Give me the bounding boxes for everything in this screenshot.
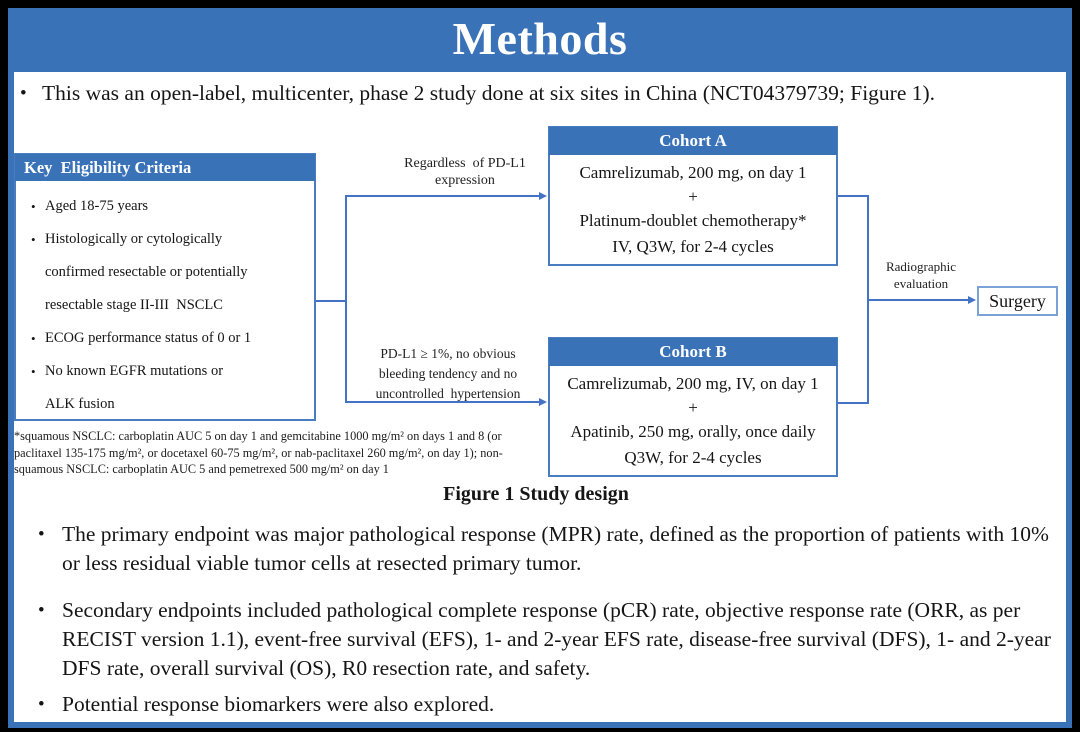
plus-sign: + (688, 398, 698, 417)
radiographic-evaluation-label: Radiographic evaluation (885, 259, 957, 291)
cohort-b-line: Camrelizumab, 200 mg, IV, on day 1 (567, 374, 819, 393)
intro-bullet-text: This was an open-label, multicenter, pha… (42, 81, 936, 105)
eligibility-item: • Histologically or cytologically confir… (31, 223, 310, 322)
branch-label-bottom: PD-L1 ≥ 1%, no obvious bleeding tendency… (375, 346, 521, 401)
eligibility-item: • ECOG performance status of 0 or 1 (31, 322, 310, 355)
cohort-a-line: Platinum-doublet chemotherapy* (579, 211, 807, 230)
chemotherapy-footnote: *squamous NSCLC: carboplatin AUC 5 on da… (14, 429, 503, 476)
eligibility-header: Key Eligibility Criteria (15, 154, 315, 181)
bullet-marker: • (38, 600, 45, 621)
bullet-marker: • (31, 199, 36, 214)
cohort-b-line: Q3W, for 2-4 cycles (624, 448, 762, 467)
cohort-a-line: IV, Q3W, for 2-4 cycles (612, 237, 774, 256)
surgery-label: Surgery (989, 291, 1046, 311)
title-bar: Methods (8, 8, 1072, 72)
bullet-marker: • (38, 694, 45, 715)
bullet-marker: • (20, 83, 27, 104)
figure-caption: Figure 1 Study design (443, 483, 629, 505)
bullet-marker: • (38, 524, 45, 545)
primary-endpoint-bullet: • The primary endpoint was major patholo… (38, 520, 1060, 578)
secondary-endpoints-bullet: • Secondary endpoints included pathologi… (38, 596, 1060, 683)
eligibility-list: • Aged 18-75 years • Histologically or c… (16, 181, 314, 421)
cohort-a-line: Camrelizumab, 200 mg, on day 1 (579, 163, 807, 182)
cohort-b-header: Cohort B (549, 338, 837, 366)
intro-bullet-row: • This was an open-label, multicenter, p… (20, 79, 1064, 108)
bullet-marker: • (31, 364, 36, 379)
bullet-marker: • (31, 331, 36, 346)
eligibility-item: • No known EGFR mutations or ALK fusion (31, 355, 310, 421)
cohort-a-header: Cohort A (549, 127, 837, 155)
surgery-box: Surgery (977, 286, 1058, 316)
branch-label-top: Regardless of PD-L1 expression (404, 156, 526, 188)
cohort-b-line: Apatinib, 250 mg, orally, once daily (570, 422, 816, 441)
plus-sign: + (688, 187, 698, 206)
biomarkers-bullet: • Potential response biomarkers were als… (38, 690, 1060, 719)
page-title: Methods (452, 13, 628, 64)
cohort-b-box: Cohort B Camrelizumab, 200 mg, IV, on da… (548, 337, 838, 477)
bullet-marker: • (31, 232, 36, 247)
cohort-b-body: Camrelizumab, 200 mg, IV, on day 1 + Apa… (550, 366, 836, 471)
cohort-a-body: Camrelizumab, 200 mg, on day 1 + Platinu… (550, 155, 836, 260)
cohort-a-box: Cohort A Camrelizumab, 200 mg, on day 1 … (548, 126, 838, 266)
eligibility-item: • Aged 18-75 years (31, 190, 310, 223)
eligibility-box: Key Eligibility Criteria • Aged 18-75 ye… (14, 153, 316, 421)
